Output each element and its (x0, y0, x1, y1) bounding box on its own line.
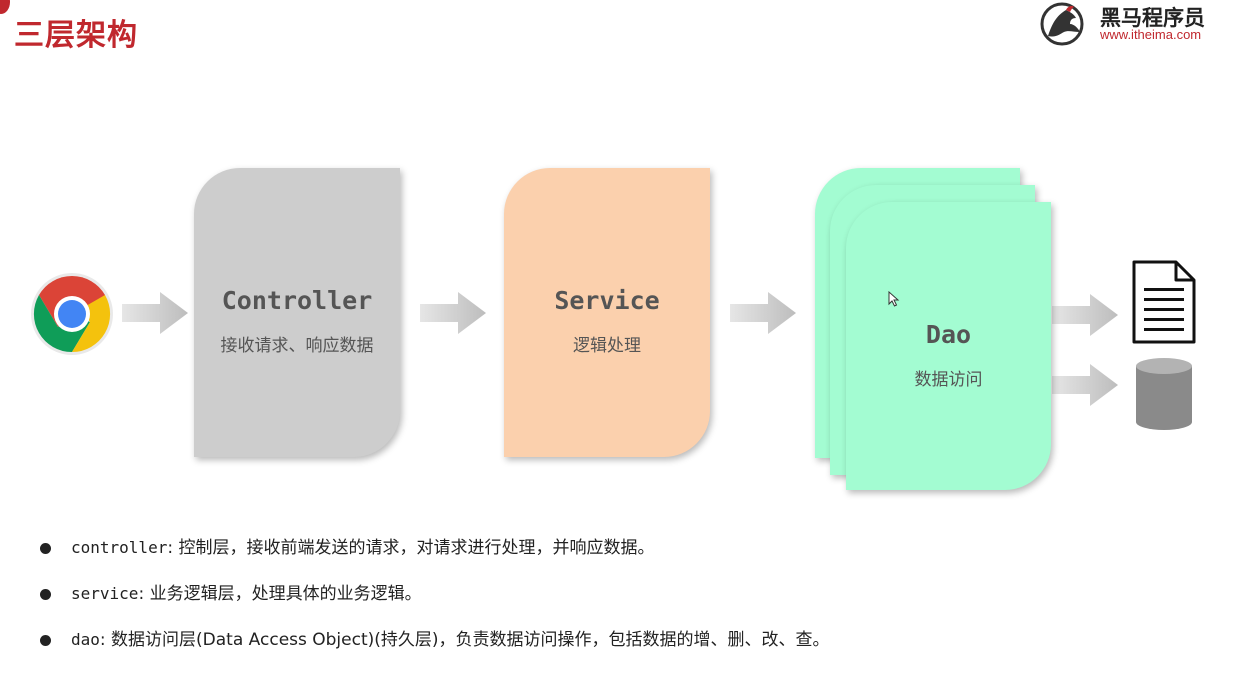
dao-layer-card: Dao 数据访问 (846, 202, 1051, 490)
bullet-code: controller (71, 538, 168, 557)
dao-subtitle: 数据访问 (914, 370, 983, 390)
arrow-icon (1052, 364, 1118, 406)
bullet-icon (40, 543, 51, 554)
arrow-icon (122, 292, 188, 334)
bullet-code: dao (71, 630, 100, 649)
controller-subtitle: 接收请求、响应数据 (220, 336, 374, 356)
controller-layer-card: Controller 接收请求、响应数据 (194, 168, 400, 457)
bullet-description: : 数据访问层(Data Access Object)(持久层)，负责数据访问操… (99, 630, 830, 650)
list-item: controller: 控制层，接收前端发送的请求，对请求进行处理，并响应数据。 (40, 534, 1220, 580)
service-subtitle: 逻辑处理 (573, 336, 641, 356)
bullet-description: : 控制层，接收前端发送的请求，对请求进行处理，并响应数据。 (167, 538, 655, 558)
controller-title: Controller (221, 286, 373, 315)
browser-icon (31, 273, 113, 355)
service-title: Service (554, 286, 660, 315)
corner-decoration (0, 0, 10, 14)
logo-url: www.itheima.com (1100, 27, 1202, 42)
list-item: dao: 数据访问层(Data Access Object)(持久层)，负责数据… (40, 626, 1220, 672)
bullet-icon (40, 635, 51, 646)
horse-logo-icon (1040, 2, 1084, 46)
bullet-code: service (71, 584, 139, 603)
arrow-icon (730, 292, 796, 334)
list-item: service: 业务逻辑层，处理具体的业务逻辑。 (40, 580, 1220, 626)
bullet-icon (40, 589, 51, 600)
service-layer-card: Service 逻辑处理 (504, 168, 710, 457)
dao-title: Dao (925, 320, 972, 349)
layer-description-list: controller: 控制层，接收前端发送的请求，对请求进行处理，并响应数据。… (40, 534, 1220, 672)
cursor-icon (888, 291, 900, 307)
arrow-icon (420, 292, 486, 334)
arrow-icon (1052, 294, 1118, 336)
database-icon (1136, 358, 1192, 430)
page-title: 三层架构 (14, 18, 138, 53)
bullet-description: : 业务逻辑层，处理具体的业务逻辑。 (138, 584, 422, 604)
document-icon (1132, 260, 1196, 344)
brand-logo: 黑马程序员 www.itheima.com (1036, 2, 1232, 46)
logo-name: 黑马程序员 (1100, 6, 1205, 30)
